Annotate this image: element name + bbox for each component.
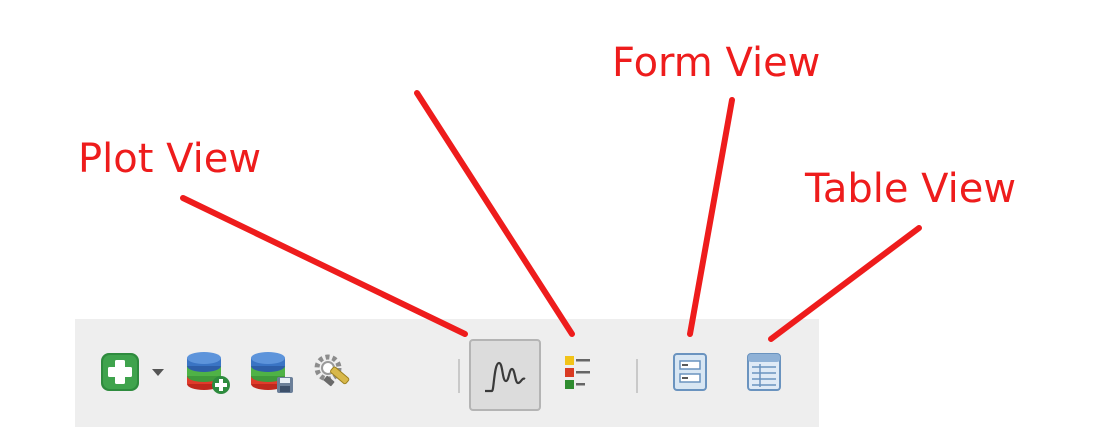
plot-view-icon [485, 361, 526, 393]
database-save-button[interactable] [243, 343, 301, 401]
table-view-label: Table View [805, 166, 1017, 212]
dropdown-arrow-icon [152, 369, 164, 376]
form-view-pointer-line [687, 97, 735, 337]
form-view-label: Form View [612, 40, 821, 86]
legend-list-icon [565, 356, 590, 389]
form-view-icon [673, 353, 707, 391]
table-view-icon [747, 353, 781, 391]
table-view-pointer-line [768, 225, 922, 342]
add-dropdown-button[interactable] [143, 343, 173, 401]
legend-view-button[interactable] [549, 343, 607, 401]
database-add-icon [187, 352, 230, 394]
toolbar-separator [636, 359, 638, 393]
table-view-button[interactable] [735, 343, 793, 401]
database-add-button[interactable] [179, 343, 237, 401]
toolbar-separator [458, 359, 460, 393]
add-layer-button[interactable] [91, 343, 149, 401]
tools-settings-icon [314, 354, 350, 387]
database-save-icon [251, 352, 293, 393]
plot-view-pointer-line [180, 195, 468, 337]
plot-view-button[interactable] [469, 339, 541, 411]
plot-view-label: Plot View [78, 136, 262, 182]
add-green-plus-icon [101, 353, 139, 391]
toolbar [75, 319, 819, 427]
legend-pointer-line [414, 90, 575, 337]
tools-button[interactable] [303, 343, 361, 401]
form-view-button[interactable] [661, 343, 719, 401]
